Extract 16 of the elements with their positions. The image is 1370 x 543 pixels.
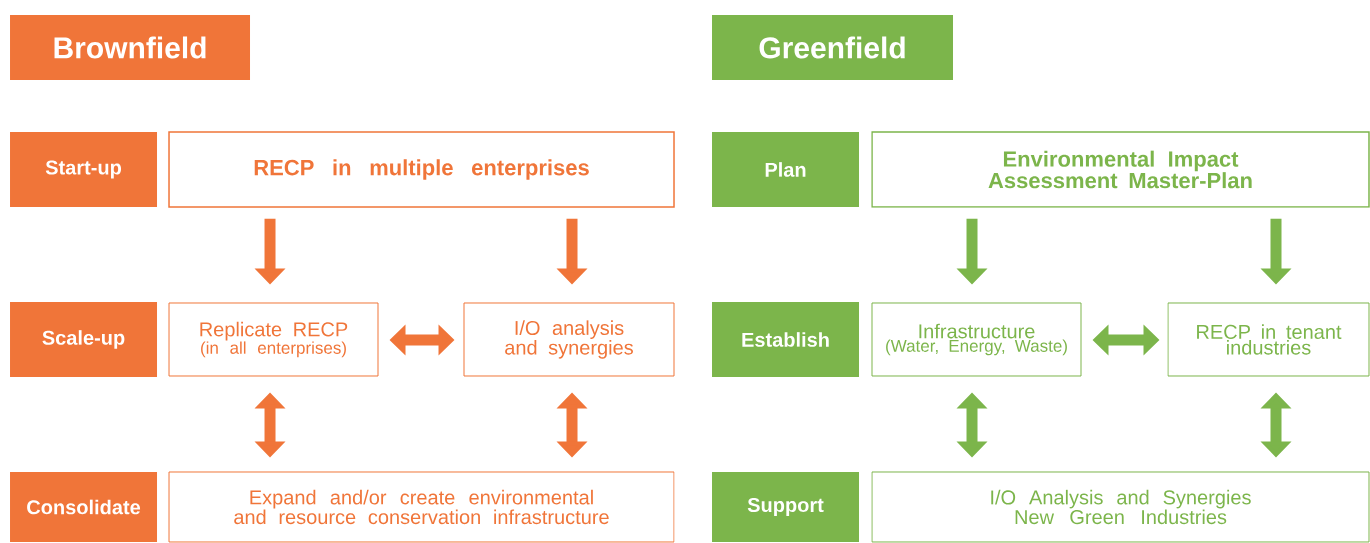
- process-box: Replicate RECP (in all enterprises): [168, 302, 379, 377]
- process-box: I/O Analysis and Synergies New Green Industries: [871, 471, 1370, 543]
- section-heading: Greenfield: [712, 15, 953, 80]
- stage-label: Scale-up: [10, 302, 157, 377]
- stage-label: Establish: [712, 302, 859, 377]
- process-box: RECP in multiple enterprises: [168, 131, 675, 208]
- section-heading: Brownfield: [10, 15, 250, 80]
- process-box: I/O analysis and synergies: [463, 302, 675, 377]
- process-box: Expand and/or create environmental and resource conservation infrastructure: [168, 471, 675, 543]
- stage-label: Plan: [712, 132, 859, 207]
- stage-label: Start-up: [10, 132, 157, 207]
- process-box: Infrastructure (Water, Energy, Waste): [871, 302, 1082, 377]
- stage-label: Support: [712, 472, 859, 542]
- process-box: RECP in tenant industries: [1167, 302, 1370, 377]
- process-box: Environmental Impact Assessment Master-Plan: [871, 131, 1370, 208]
- stage-label: Consolidate: [10, 472, 157, 542]
